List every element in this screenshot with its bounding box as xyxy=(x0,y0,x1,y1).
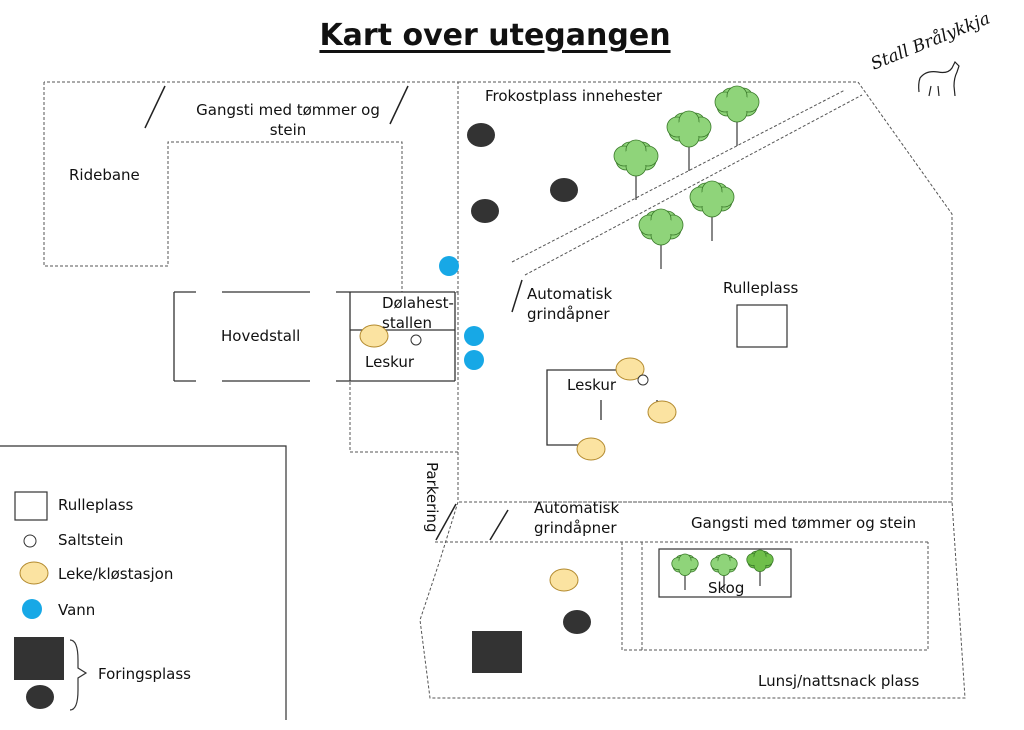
tree-icon xyxy=(613,139,659,200)
legend-label-foringsplass: Foringsplass xyxy=(98,665,191,683)
feeding-spot xyxy=(550,178,578,202)
tree-icon xyxy=(714,85,760,146)
stall-logo: Stall Brålykkja xyxy=(868,9,1008,98)
label-rulleplass: Rulleplass xyxy=(723,279,799,297)
tree-icon xyxy=(746,549,774,586)
legend-label-leke: Leke/kløstasjon xyxy=(58,565,174,583)
feeding-rack xyxy=(472,631,522,673)
feeding-spot xyxy=(471,199,499,223)
salt-stone xyxy=(410,334,422,346)
legend-feeding-rack xyxy=(14,637,64,680)
tree-icon xyxy=(689,180,735,241)
gate-mark-ridebane xyxy=(144,85,166,129)
ridebane-outline xyxy=(43,81,459,293)
legend-leke-ellipse xyxy=(19,561,49,585)
gate-mark-auto-2 xyxy=(489,509,509,541)
gangsti-right-path xyxy=(621,542,929,651)
label-hovedstall: Hovedstall xyxy=(221,327,301,345)
legend-rulleplass-square xyxy=(14,491,48,521)
gate-mark-parkering xyxy=(435,503,457,541)
salt-stone xyxy=(637,374,649,386)
water-spot xyxy=(464,326,484,346)
label-ridebane: Ridebane xyxy=(69,166,140,184)
legend-saltstein-circle xyxy=(23,534,37,548)
play-station xyxy=(359,324,389,348)
map-title: Kart over utegangen xyxy=(319,18,671,53)
label-dolahest: Dølahest- stallen xyxy=(382,294,454,332)
tree-icon xyxy=(710,553,738,590)
label-automatisk-2: Automatisk grindåpner xyxy=(534,499,620,537)
frokost-path-line-1 xyxy=(511,89,846,263)
label-lunsj: Lunsj/nattsnack plass xyxy=(758,672,920,690)
feeding-spot xyxy=(467,123,495,147)
gate-mark-auto-1 xyxy=(511,279,523,313)
legend-label-saltstein: Saltstein xyxy=(58,531,124,549)
leskur-outline xyxy=(546,369,620,446)
legend-bracket xyxy=(69,639,88,711)
label-automatisk-1: Automatisk grindåpner xyxy=(527,285,613,323)
label-skog: Skog xyxy=(708,579,745,597)
label-leskur-large: Leskur xyxy=(567,376,617,394)
water-spot xyxy=(464,350,484,370)
horse-icon xyxy=(918,60,960,97)
skog-box xyxy=(658,548,792,598)
trees xyxy=(613,85,774,590)
rulleplass-square xyxy=(736,304,788,348)
paddock-outline xyxy=(458,81,953,503)
legend-box xyxy=(0,445,287,720)
lower-paddock-outline xyxy=(419,501,966,699)
play-station xyxy=(615,357,645,381)
legend-vann-dot xyxy=(22,599,42,619)
legend-label-rulleplass: Rulleplass xyxy=(58,496,134,514)
play-station xyxy=(549,568,579,592)
gate-mark-gangsti xyxy=(389,85,409,125)
tree-icon xyxy=(666,110,712,171)
play-station xyxy=(576,437,606,461)
frokost-path-line-2 xyxy=(524,94,863,276)
play-station xyxy=(647,400,677,424)
tree-icon xyxy=(638,208,684,269)
legend-label-vann: Vann xyxy=(58,601,96,619)
label-frokostplass: Frokostplass innehester xyxy=(485,87,663,105)
tree-icon xyxy=(671,553,699,590)
feeding-spot xyxy=(563,610,591,634)
label-gangsti-right: Gangsti med tømmer og stein xyxy=(691,514,917,532)
label-parkering: Parkering xyxy=(423,462,441,533)
label-gangsti-top: Gangsti med tømmer og stein xyxy=(196,101,380,139)
water-spot xyxy=(439,256,459,276)
label-leskur-small: Leskur xyxy=(365,353,415,371)
legend-feeding-spot xyxy=(26,685,54,709)
